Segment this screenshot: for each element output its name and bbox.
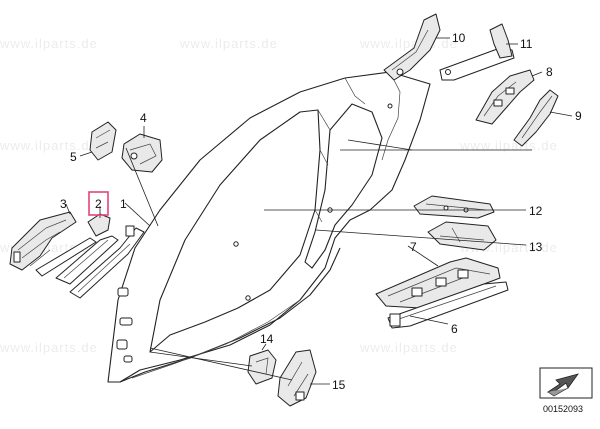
- diagram-id: 00152093: [543, 404, 583, 414]
- part-8[interactable]: [475, 69, 535, 125]
- callout-4[interactable]: 4: [140, 111, 147, 125]
- callout-3[interactable]: 3: [60, 197, 67, 211]
- callout-7[interactable]: 7: [410, 240, 417, 254]
- svg-text:www.ilparts.de: www.ilparts.de: [0, 138, 98, 153]
- part-3[interactable]: [9, 211, 97, 277]
- part-5[interactable]: [89, 121, 117, 161]
- part-10[interactable]: [383, 13, 441, 81]
- part-1[interactable]: [69, 225, 145, 299]
- callout-12[interactable]: 12: [529, 204, 543, 218]
- part-9[interactable]: [513, 89, 559, 147]
- callout-14[interactable]: 14: [260, 332, 274, 346]
- part-15[interactable]: [277, 349, 317, 407]
- callout-1[interactable]: 1: [120, 197, 127, 211]
- side-frame: [107, 71, 431, 383]
- part-12[interactable]: [413, 195, 495, 219]
- svg-text:www.ilparts.de: www.ilparts.de: [0, 340, 98, 355]
- arrow-direction-icon: [539, 367, 593, 399]
- part-14[interactable]: [247, 349, 277, 385]
- callout-9[interactable]: 9: [575, 109, 582, 123]
- callout-5[interactable]: 5: [70, 150, 77, 164]
- callout-8[interactable]: 8: [546, 65, 553, 79]
- svg-text:www.ilparts.de: www.ilparts.de: [179, 36, 278, 51]
- callout-6[interactable]: 6: [451, 322, 458, 336]
- callout-13[interactable]: 13: [529, 240, 543, 254]
- svg-text:www.ilparts.de: www.ilparts.de: [359, 340, 458, 355]
- callout-2-highlight: [88, 191, 109, 216]
- part-13[interactable]: [427, 221, 497, 251]
- callout-11[interactable]: 11: [520, 37, 533, 51]
- svg-text:www.ilparts.de: www.ilparts.de: [459, 138, 558, 153]
- callout-15[interactable]: 15: [332, 378, 346, 392]
- callout-2[interactable]: 2: [95, 197, 102, 211]
- leader-lines: [65, 37, 573, 385]
- callouts: 1 2 3 4 5 6 7 8 9 10 11 12 13 14 15: [60, 31, 582, 392]
- watermark: www.ilparts.de www.ilparts.de www.ilpart…: [0, 36, 558, 355]
- callout-10[interactable]: 10: [452, 31, 466, 45]
- svg-text:www.ilparts.de: www.ilparts.de: [0, 36, 98, 51]
- part-7[interactable]: [375, 257, 501, 309]
- part-6[interactable]: [387, 281, 509, 329]
- part-11[interactable]: [439, 23, 515, 81]
